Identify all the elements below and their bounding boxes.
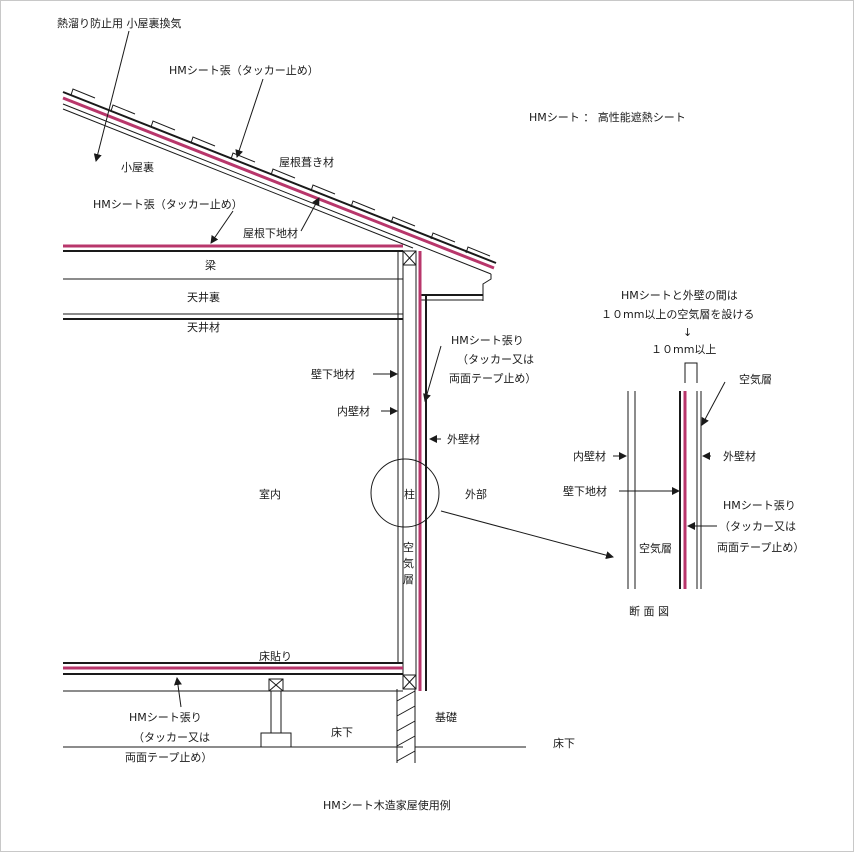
detail-outer-wall: 外壁材 xyxy=(723,449,756,463)
detail-note-1: HMシートと外壁の間は xyxy=(621,288,738,302)
label-heat-vent: 熱溜り防止用 小屋裏換気 xyxy=(57,16,182,30)
label-floor-finish: 床貼り xyxy=(259,649,292,663)
detail-note-2: １０mm以上の空気層を設ける xyxy=(601,307,754,321)
label-hm-floor-2: （タッカー又は xyxy=(133,731,210,744)
detail-hm-1: HMシート張り xyxy=(723,499,796,512)
label-indoor: 室内 xyxy=(259,487,281,501)
detail-gap-arrow: ↓ xyxy=(683,326,692,339)
label-hm-ceiling: HMシート張（タッカー止め） xyxy=(93,198,243,211)
label-hm-wall-3: 両面テープ止め） xyxy=(449,372,536,385)
label-wall-base: 壁下地材 xyxy=(311,367,355,381)
caption: HMシート木造家屋使用例 xyxy=(323,798,451,812)
label-hm-floor-1: HMシート張り xyxy=(129,711,202,724)
ceiling xyxy=(63,244,403,320)
label-inner-wall: 内壁材 xyxy=(337,404,370,418)
leader-arrows xyxy=(93,30,726,708)
label-air-v1: 空 xyxy=(403,540,414,554)
label-beam: 梁 xyxy=(205,258,216,272)
label-underfloor-out: 床下 xyxy=(553,736,575,750)
legend: HMシート ： 高性能遮熱シート xyxy=(529,110,686,124)
label-underfloor: 床下 xyxy=(331,725,353,739)
floor xyxy=(63,662,526,763)
label-roofing: 屋根葺き材 xyxy=(279,155,334,169)
detail-inner-wall: 内壁材 xyxy=(573,449,606,463)
label-hm-wall-2: （タッカー又は xyxy=(457,353,534,366)
label-air-v3: 層 xyxy=(403,573,414,586)
label-outer-wall: 外壁材 xyxy=(447,432,480,446)
section-detail xyxy=(627,362,702,589)
label-air-v2: 気 xyxy=(403,556,414,570)
detail-air-layer: 空気層 xyxy=(739,372,772,386)
label-ceiling-mat: 天井材 xyxy=(187,320,220,334)
label-roof-base: 屋根下地材 xyxy=(243,226,298,240)
detail-wall-base: 壁下地材 xyxy=(563,484,607,498)
label-outdoor: 外部 xyxy=(465,487,487,501)
label-attic: 小屋裏 xyxy=(121,160,154,174)
labels: 熱溜り防止用 小屋裏換気 HMシート張（タッカー止め） HMシート ： 高性能遮… xyxy=(57,16,804,812)
detail-hm-3: 両面テープ止め） xyxy=(717,541,804,554)
label-pillar: 柱 xyxy=(404,487,415,501)
label-hm-wall-1: HMシート張り xyxy=(451,334,524,347)
detail-title: 断 面 図 xyxy=(629,604,669,618)
detail-hm-2: （タッカー又は xyxy=(719,520,796,533)
label-foundation: 基礎 xyxy=(435,711,457,724)
label-ceiling-space: 天井裏 xyxy=(187,290,220,304)
label-hm-roof: HMシート張（タッカー止め） xyxy=(169,64,319,77)
label-hm-floor-3: 両面テープ止め） xyxy=(125,751,212,764)
roof xyxy=(62,88,497,301)
wall xyxy=(370,250,440,691)
detail-gap: １０mm以上 xyxy=(651,343,716,356)
detail-air-layer-inside: 空気層 xyxy=(639,541,672,555)
